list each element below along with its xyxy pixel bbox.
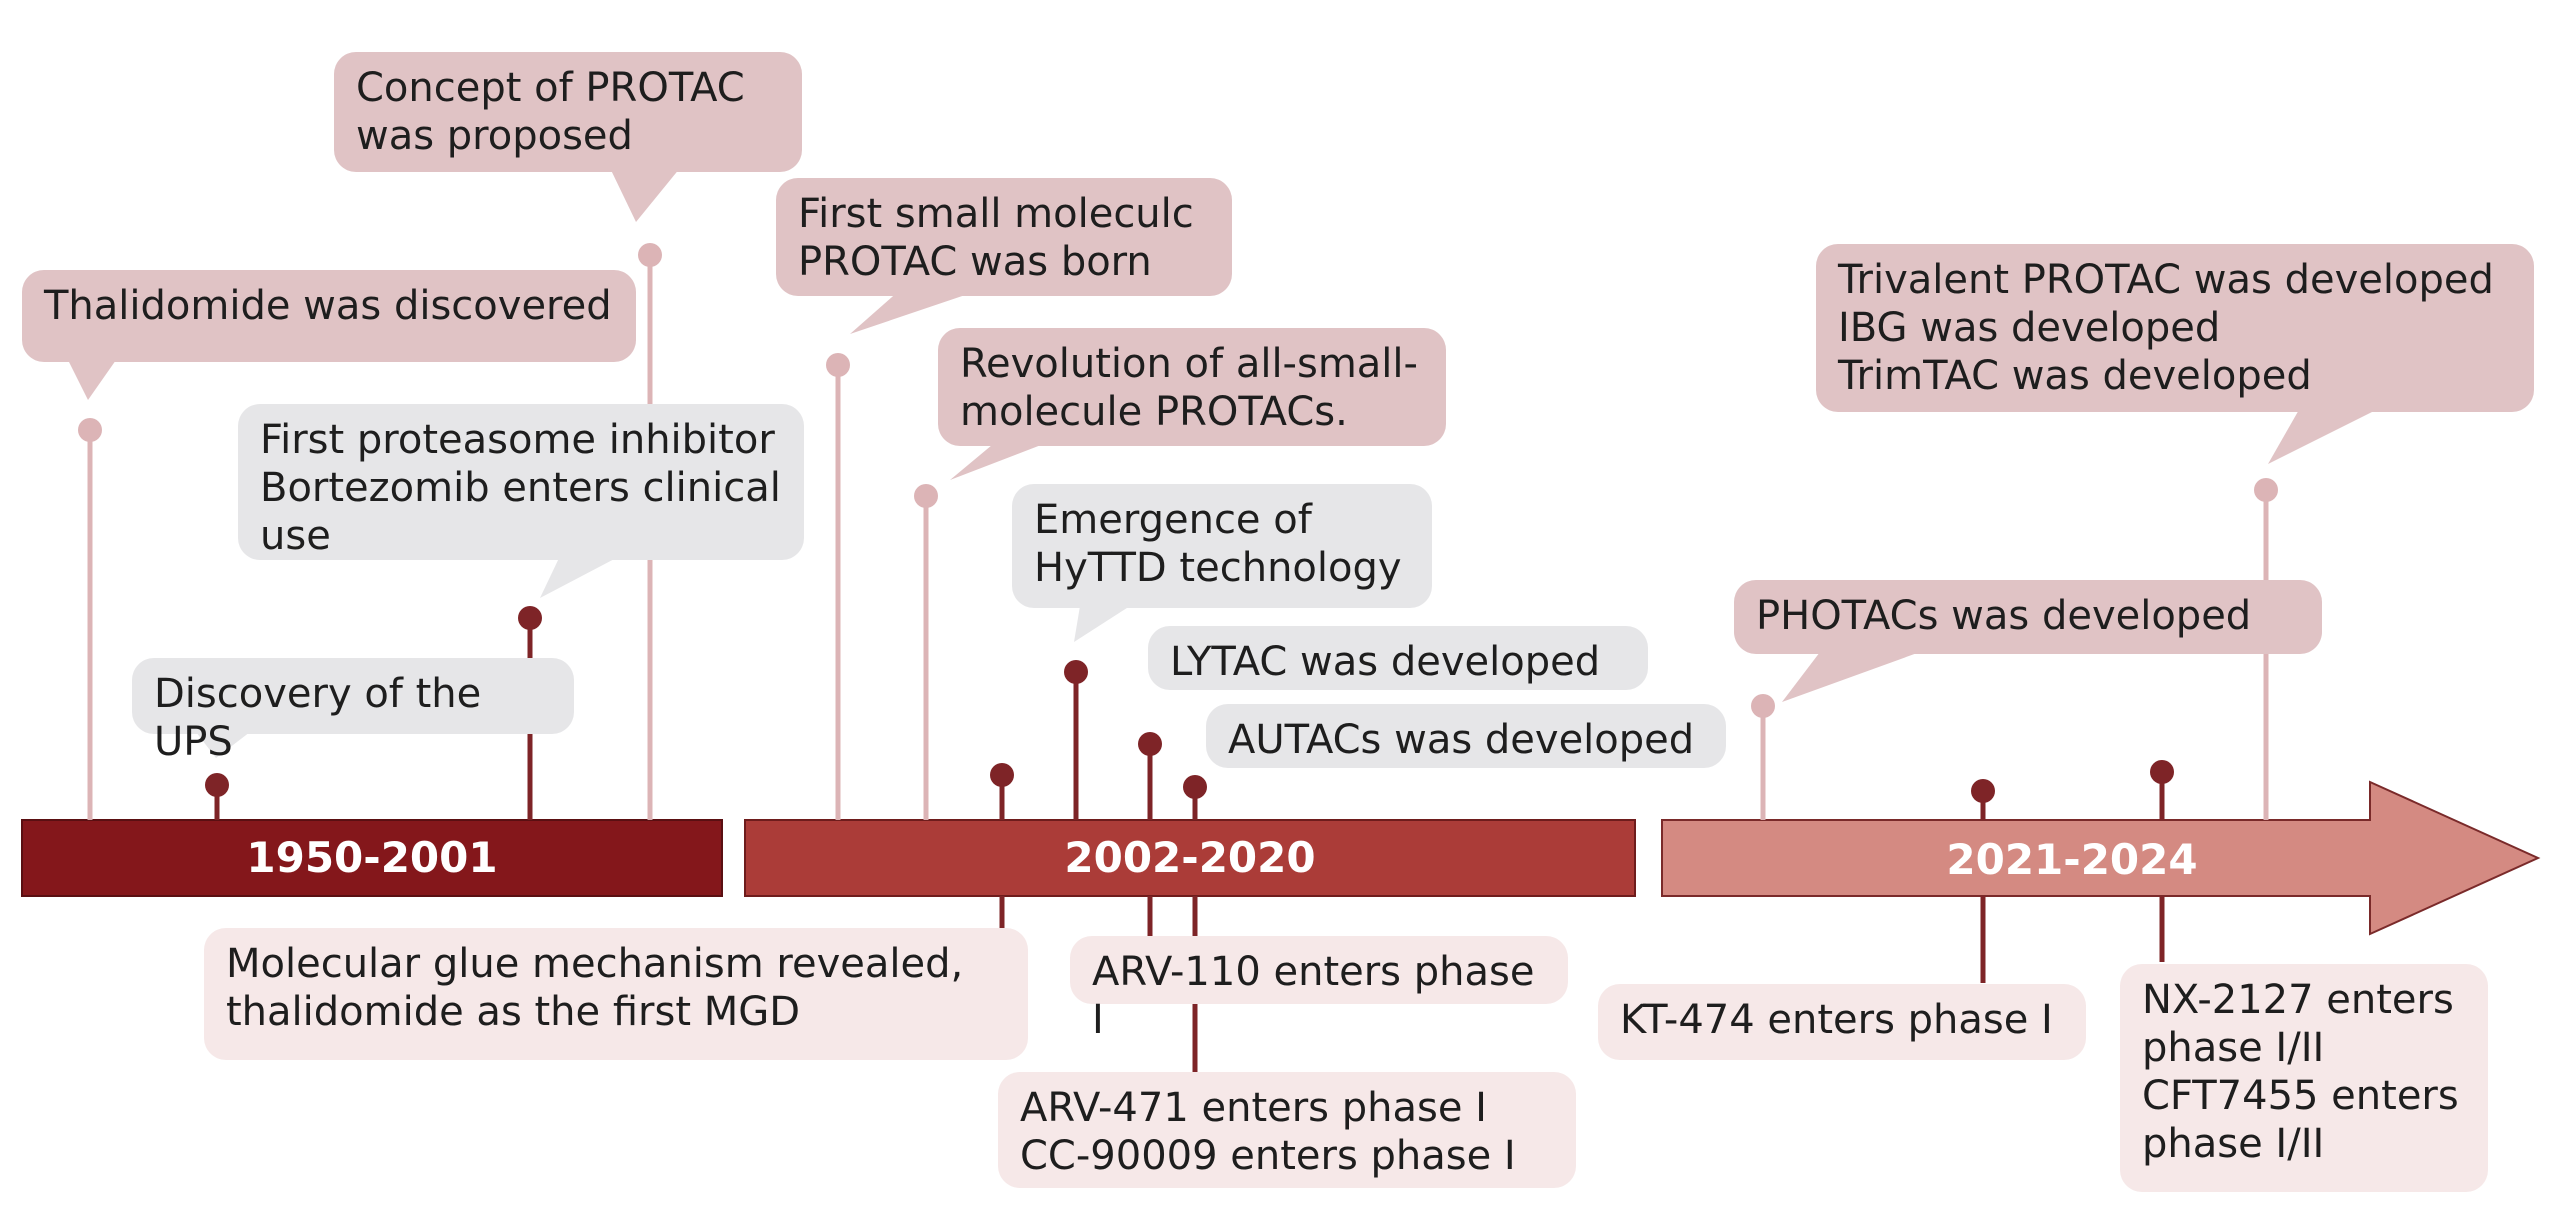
stem-dot-ups xyxy=(205,773,229,797)
callout-arv471: ARV-471 enters phase I CC-90009 enters p… xyxy=(998,1072,1576,1188)
stem-dot-kt474 xyxy=(1971,779,1995,803)
callout-autac: AUTACs was developed xyxy=(1206,704,1726,768)
stem-dot-protac-concept xyxy=(638,243,662,267)
stem-dot-arv110 xyxy=(1138,732,1162,756)
stem-dot-nx2127 xyxy=(2150,760,2174,784)
stem-dot-trivalent xyxy=(2254,478,2278,502)
callout-hyttd: Emergence of HyTTD technology xyxy=(1012,484,1432,608)
callout-trivalent: Trivalent PROTAC was developed IBG was d… xyxy=(1816,244,2534,412)
stem-dot-glue xyxy=(990,763,1014,787)
callout-nx2127: NX-2127 enters phase I/II CFT7455 enters… xyxy=(2120,964,2488,1192)
era-arrow-2021-2024 xyxy=(1661,780,2541,936)
callout-thalidomide: Thalidomide was discovered xyxy=(22,270,636,362)
stem-dot-small-molecule xyxy=(826,353,850,377)
stem-dot-arv471 xyxy=(1183,775,1207,799)
stem-dot-thalidomide xyxy=(78,418,102,442)
stem-dot-hyttd xyxy=(1064,660,1088,684)
callout-kt474: KT-474 enters phase I xyxy=(1598,984,2086,1060)
era-label-1: 1950-2001 xyxy=(246,833,498,882)
callout-photac: PHOTACs was developed xyxy=(1734,580,2322,654)
callout-revolution: Revolution of all-small- molecule PROTAC… xyxy=(938,328,1446,446)
callout-small-molecule: First small moleculc PROTAC was born xyxy=(776,178,1232,296)
stem-dot-bortezomib xyxy=(518,606,542,630)
callout-lytac: LYTAC was developed xyxy=(1148,626,1648,690)
era-bar-2002-2020 xyxy=(744,819,1636,897)
callout-glue: Molecular glue mechanism revealed, thali… xyxy=(204,928,1028,1060)
callout-ups: Discovery of the UPS xyxy=(132,658,574,765)
callout-protac-concept: Concept of PROTAC was proposed xyxy=(334,52,802,172)
stem-dot-photac xyxy=(1751,694,1775,718)
callout-arv110: ARV-110 enters phase I xyxy=(1070,936,1568,1043)
callout-bortezomib: First proteasome inhibitor Bortezomib en… xyxy=(238,404,804,560)
stem-dot-revolution xyxy=(914,484,938,508)
era-label-2: 2002-2020 xyxy=(1064,833,1316,882)
era-bar-1950-2001 xyxy=(21,819,723,897)
era-label-3: 2021-2024 xyxy=(1946,835,2198,884)
